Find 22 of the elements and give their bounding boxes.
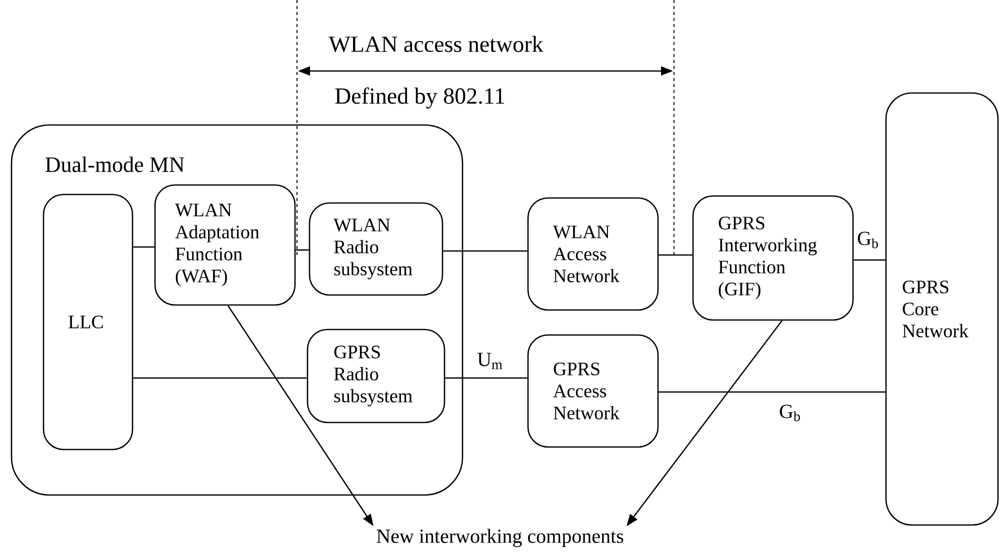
- connector-line: [296, 249, 309, 251]
- process-box: GPRS Radio subsystem: [306, 328, 446, 424]
- process-box: GPRS Access Network: [527, 334, 659, 448]
- connector-line: [443, 250, 528, 252]
- connector-line: [658, 391, 886, 393]
- caption-text: New interworking components: [376, 528, 624, 548]
- process-box: LLC: [42, 194, 134, 450]
- process-box: GPRS Interworking Function (GIF): [692, 195, 854, 321]
- annotation-text: WLAN access network: [328, 36, 544, 52]
- connector-line: [133, 377, 307, 379]
- process-box: WLAN Access Network: [527, 197, 659, 311]
- process-box: WLAN Adaptation Function (WAF): [154, 184, 296, 306]
- edge-label: G$_{b}$: [856, 230, 880, 250]
- connector-line: [445, 377, 528, 379]
- connector-line: [133, 246, 154, 248]
- edge-label: G$_{b}$: [778, 404, 802, 422]
- annotation-text: Defined by 802.11: [335, 87, 504, 109]
- process-box: GPRS Core Network: [885, 92, 999, 526]
- connector-line: [854, 259, 886, 261]
- process-box: WLAN Radio subsystem: [308, 202, 444, 296]
- connector-line: [658, 254, 692, 256]
- edge-label: U$_{m}$: [476, 352, 504, 370]
